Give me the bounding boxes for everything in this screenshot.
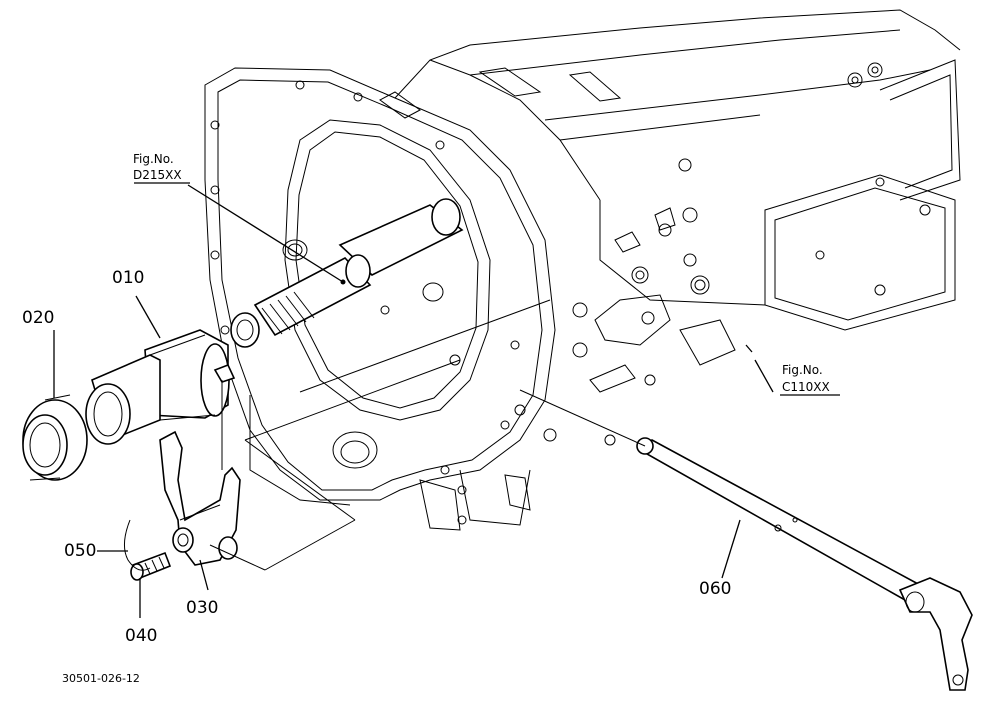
- callout-030: 030: [186, 598, 218, 618]
- fig-ref-1-line1: Fig.No.: [133, 152, 174, 166]
- callout-040: 040: [125, 626, 157, 646]
- assembly-guide-lines: [209, 299, 646, 571]
- fig-ref-2-line2: C110XX: [782, 380, 830, 394]
- release-hub-010: [85, 329, 236, 445]
- fig-ref-1-line2: D215XX: [133, 168, 182, 182]
- set-bolt-040: [130, 551, 172, 581]
- callout-010: 010: [112, 268, 144, 288]
- bearing-020: [22, 394, 88, 481]
- callout-060: 060: [699, 579, 731, 599]
- callout-020: 020: [22, 308, 54, 328]
- transmission-housing: [249, 9, 961, 531]
- callout-leaders: [53, 182, 840, 618]
- shift-fork-030: [159, 380, 241, 566]
- fig-ref-2-line1: Fig.No.: [782, 363, 823, 377]
- drawing-code: 30501-026-12: [62, 672, 140, 685]
- input-shaft: [230, 198, 464, 348]
- callout-050: 050: [64, 541, 96, 561]
- shift-rod-060: [636, 437, 973, 691]
- lock-wire-050: [124, 519, 151, 571]
